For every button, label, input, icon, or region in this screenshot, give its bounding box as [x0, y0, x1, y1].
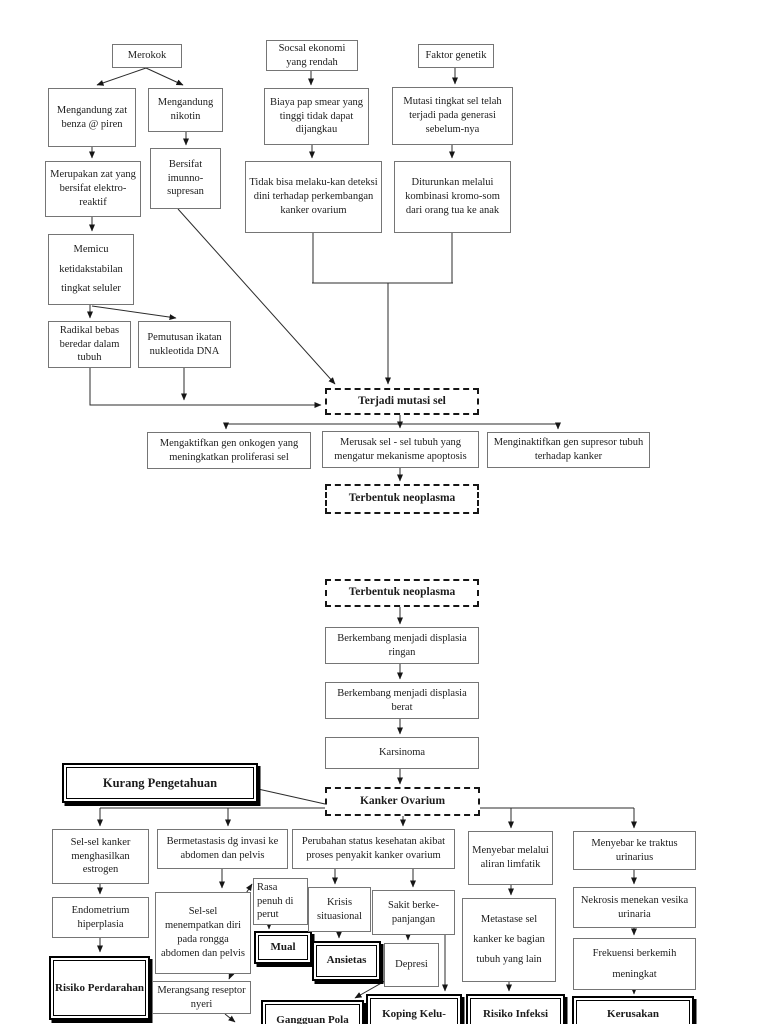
node-displasia-ringan: Berkembang menjadi displasia ringan [325, 627, 479, 664]
node-sosial-ekonomi: Socsal ekonomi yang rendah [266, 40, 358, 71]
node-mutasi-generasi: Mutasi tingkat sel telah terjadi pada ge… [392, 87, 513, 145]
node-frekuensi-berkemih: Frekuensi berkemih meningkat [573, 938, 696, 990]
node-ansietas: Ansietas [312, 941, 381, 981]
node-pemutusan-dna: Pemutusan ikatan nukleotida DNA [138, 321, 231, 368]
node-mengandung-benza: Mengandung zat benza @ piren [48, 88, 136, 147]
node-sel-menempatkan: Sel-sel menempatkan diri pada rongga abd… [155, 892, 251, 974]
node-memicu-ketidakstabilan: Memicu ketidakstabilan tingkat seluler [48, 234, 134, 305]
node-krisis-situasional: Krisis situasional [308, 887, 371, 932]
node-menyebar-limfatik: Menyebar melalui aliran limfatik [468, 831, 553, 885]
node-gangguan-pola: Gangguan Pola [261, 1000, 364, 1024]
node-kurang-pengetahuan: Kurang Pengetahuan [62, 763, 258, 803]
node-merusak-apoptosis: Merusak sel - sel tubuh yang mengatur me… [322, 431, 479, 468]
node-mengaktifkan-onkogen: Mengaktifkan gen onkogen yang meningkatk… [147, 432, 311, 469]
node-nekrosis-vesika: Nekrosis menekan vesika urinaria [573, 887, 696, 928]
node-sel-kanker-estrogen: Sel-sel kanker menghasilkan estrogen [52, 829, 149, 884]
node-kerusakan: Kerusakan [572, 996, 694, 1024]
node-displasia-berat: Berkembang menjadi displasia berat [325, 682, 479, 719]
node-merangsang-reseptor: Merangsang reseptor nyeri [152, 981, 251, 1014]
node-kanker-ovarium: Kanker Ovarium [325, 787, 480, 816]
node-risiko-infeksi: Risiko Infeksi [466, 994, 565, 1024]
node-koping-keluarga: Koping Kelu- [366, 994, 462, 1024]
node-bermetastasis: Bermetastasis dg invasi ke abdomen dan p… [157, 829, 288, 869]
node-risiko-perdarahan: Risiko Perdarahan [49, 956, 150, 1020]
node-radikal-bebas: Radikal bebas beredar dalam tubuh [48, 321, 131, 368]
node-terbentuk-neoplasma-2: Terbentuk neoplasma [325, 579, 479, 607]
node-endometrium-hiperplasia: Endometrium hiperplasia [52, 897, 149, 938]
node-diturunkan-kromosom: Diturunkan melalui kombinasi kromo-som d… [394, 161, 511, 233]
node-terjadi-mutasi-sel: Terjadi mutasi sel [325, 388, 479, 415]
node-bersifat-imunnosupresan: Bersifat imunno-supresan [150, 148, 221, 209]
node-menginaktifkan-supresor: Menginaktifkan gen supresor tubuh terhad… [487, 432, 650, 468]
node-mengandung-nikotin: Mengandung nikotin [148, 88, 223, 132]
node-terbentuk-neoplasma-1: Terbentuk neoplasma [325, 484, 479, 514]
node-metastase-sel: Metastase sel kanker ke bagian tubuh yan… [462, 898, 556, 982]
node-merokok: Merokok [112, 44, 182, 68]
node-depresi: Depresi [384, 943, 439, 987]
node-tidak-bisa-deteksi: Tidak bisa melaku-kan deteksi dini terha… [245, 161, 382, 233]
node-menyebar-traktus: Menyebar ke traktus urinarius [573, 831, 696, 870]
node-karsinoma: Karsinoma [325, 737, 479, 769]
node-mual: Mual [254, 931, 312, 964]
node-rasa-penuh: Rasa penuh di perut [253, 878, 308, 925]
node-faktor-genetik: Faktor genetik [418, 44, 494, 68]
node-perubahan-status: Perubahan status kesehatan akibat proses… [292, 829, 455, 869]
node-sakit-berkepanjangan: Sakit berke-panjangan [372, 890, 455, 935]
node-zat-elektro-reaktif: Merupakan zat yang bersifat elektro-reak… [45, 161, 141, 217]
node-biaya-pap-smear: Biaya pap smear yang tinggi tidak dapat … [264, 88, 369, 145]
